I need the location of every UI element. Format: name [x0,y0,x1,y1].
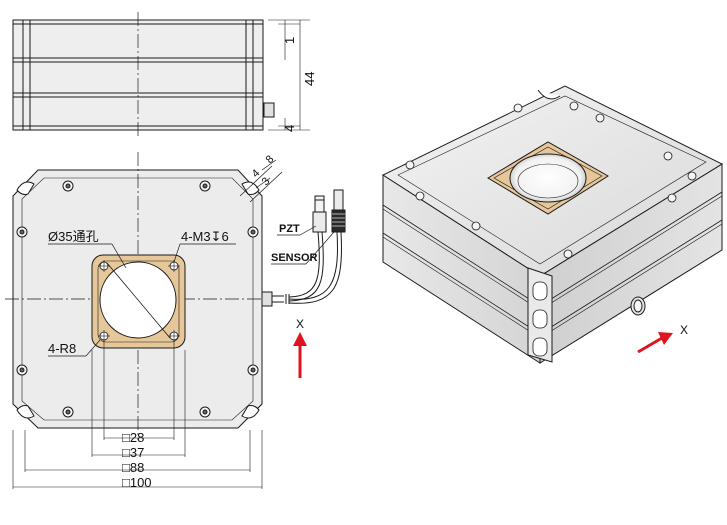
mounting-screws [16,180,259,418]
dim-w37: □37 [122,445,144,460]
dim-slot-3: 3 [260,175,273,188]
isometric-view [381,85,724,364]
dim-w100: □100 [122,475,152,490]
label-through-hole: Ø35通孔 [48,229,99,244]
label-tapped-holes: 4-M3↧6 [181,229,229,244]
width-dimensions [12,340,263,489]
side-view [12,12,310,138]
label-pzt: PZT [279,223,300,235]
axis-label-front: X [296,317,304,331]
label-sensor: SENSOR [271,252,318,264]
axis-label-iso: X [680,323,688,337]
dim-side-1: 1 [282,37,297,44]
cables [271,189,346,304]
dim-side-44: 44 [302,72,317,86]
dim-w88: □88 [122,460,144,475]
slot-detail [239,159,283,203]
corner-slots [16,181,260,419]
axis-arrow-front [293,332,307,378]
dim-slot-8: 8 [264,153,277,166]
label-corner-radius: 4-R8 [48,341,76,356]
dim-w28: □28 [122,430,144,445]
axis-arrow-iso [637,332,673,354]
front-view [5,152,290,440]
dim-side-4: 4 [282,125,297,132]
